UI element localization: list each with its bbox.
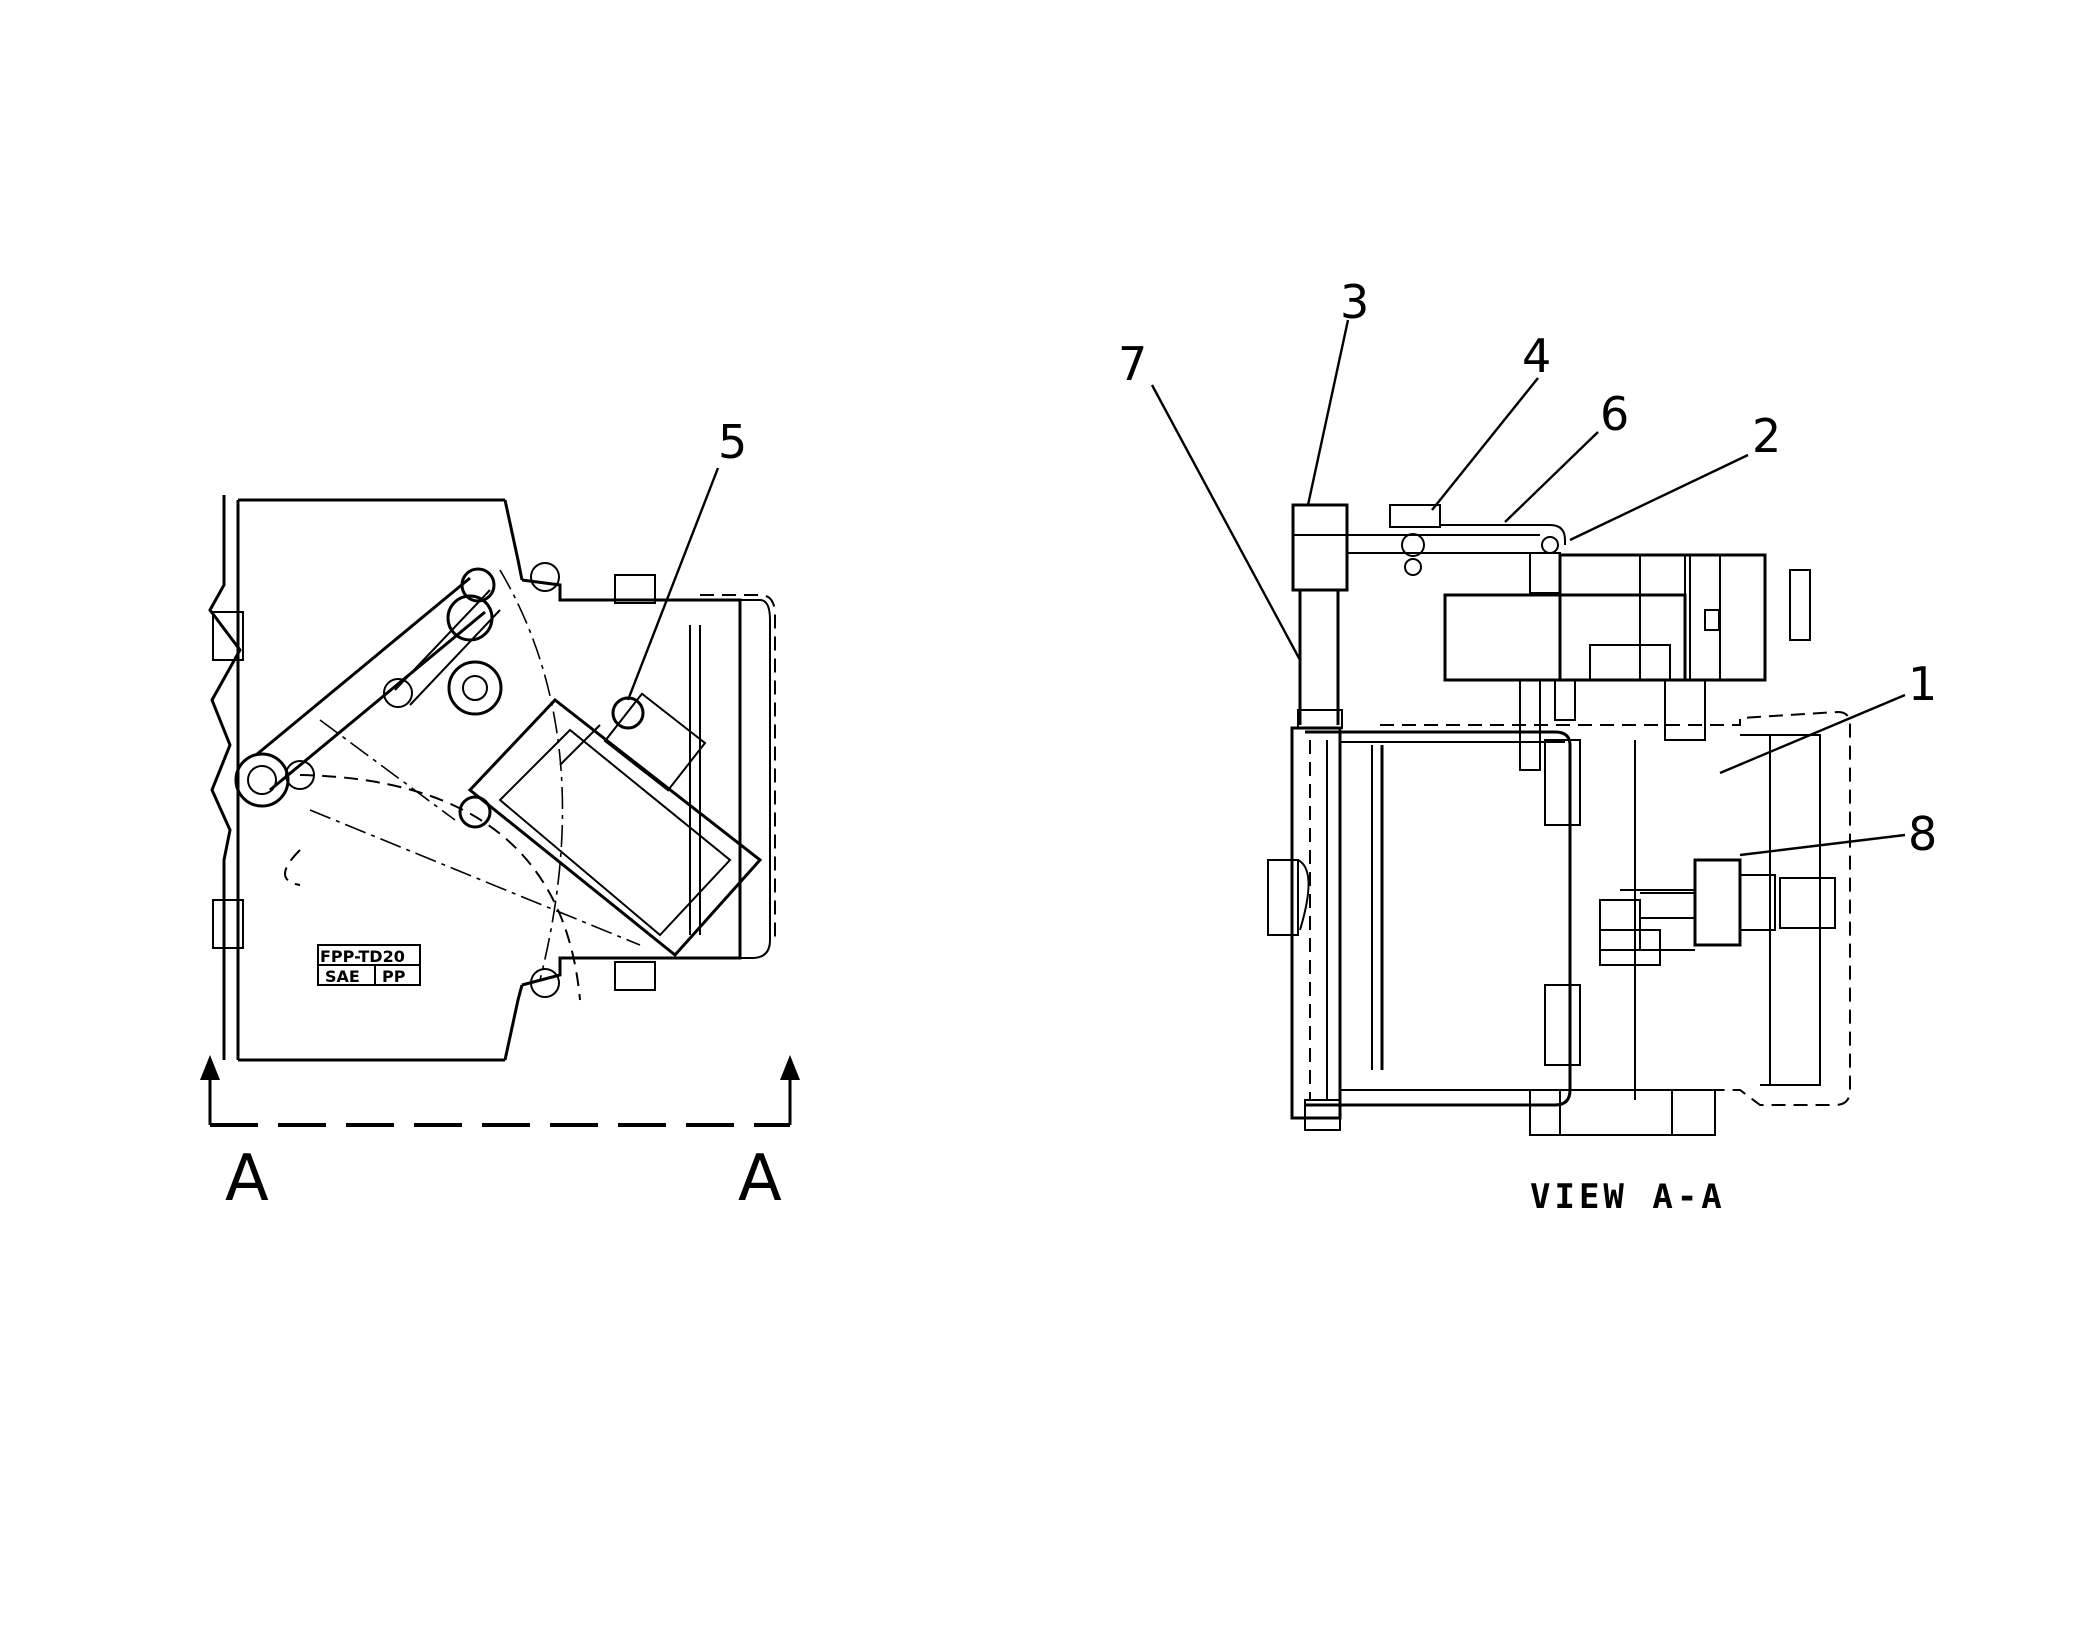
section-arrow-left <box>200 1055 220 1080</box>
callout-1-leader <box>1719 693 1906 775</box>
callout-3-leader <box>1306 319 1350 506</box>
callout-1: 1 <box>1908 657 1937 711</box>
section-line-a-a <box>200 1055 800 1127</box>
plate-label-sae: SAE <box>325 967 360 986</box>
section-arrow-right <box>780 1055 800 1080</box>
callout-7: 7 <box>1118 337 1147 391</box>
callout-6: 6 <box>1600 387 1629 441</box>
section-mark-right: A <box>738 1142 782 1216</box>
plate-label-pp: PP <box>382 967 406 986</box>
section-mark-left: A <box>225 1142 269 1216</box>
callout-4: 4 <box>1522 329 1551 383</box>
left-view-assembly <box>208 495 776 1062</box>
callout-8: 8 <box>1908 807 1937 861</box>
view-title: VIEW A-A <box>1530 1177 1726 1217</box>
callout-5-leader <box>626 467 720 701</box>
callout-8-leader <box>1739 833 1906 857</box>
callout-7-leader <box>1150 384 1302 661</box>
callout-3: 3 <box>1340 275 1369 329</box>
plate-label-model: FPP-TD20 <box>320 947 405 966</box>
right-view-assembly <box>1267 503 1851 1136</box>
callout-4-leader <box>1431 377 1539 511</box>
callout-5: 5 <box>718 415 747 469</box>
callout-6-leader <box>1504 431 1599 523</box>
callout-2-leader <box>1569 453 1749 542</box>
callout-2: 2 <box>1752 409 1781 463</box>
